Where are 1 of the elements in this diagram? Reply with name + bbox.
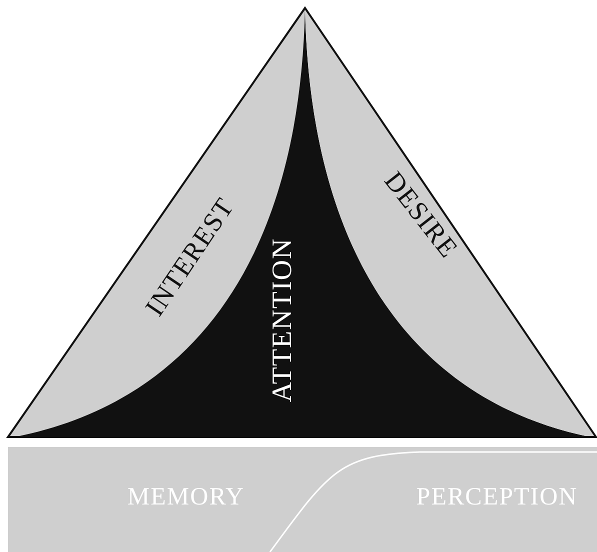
region-label: ATTENTION [269, 238, 297, 402]
